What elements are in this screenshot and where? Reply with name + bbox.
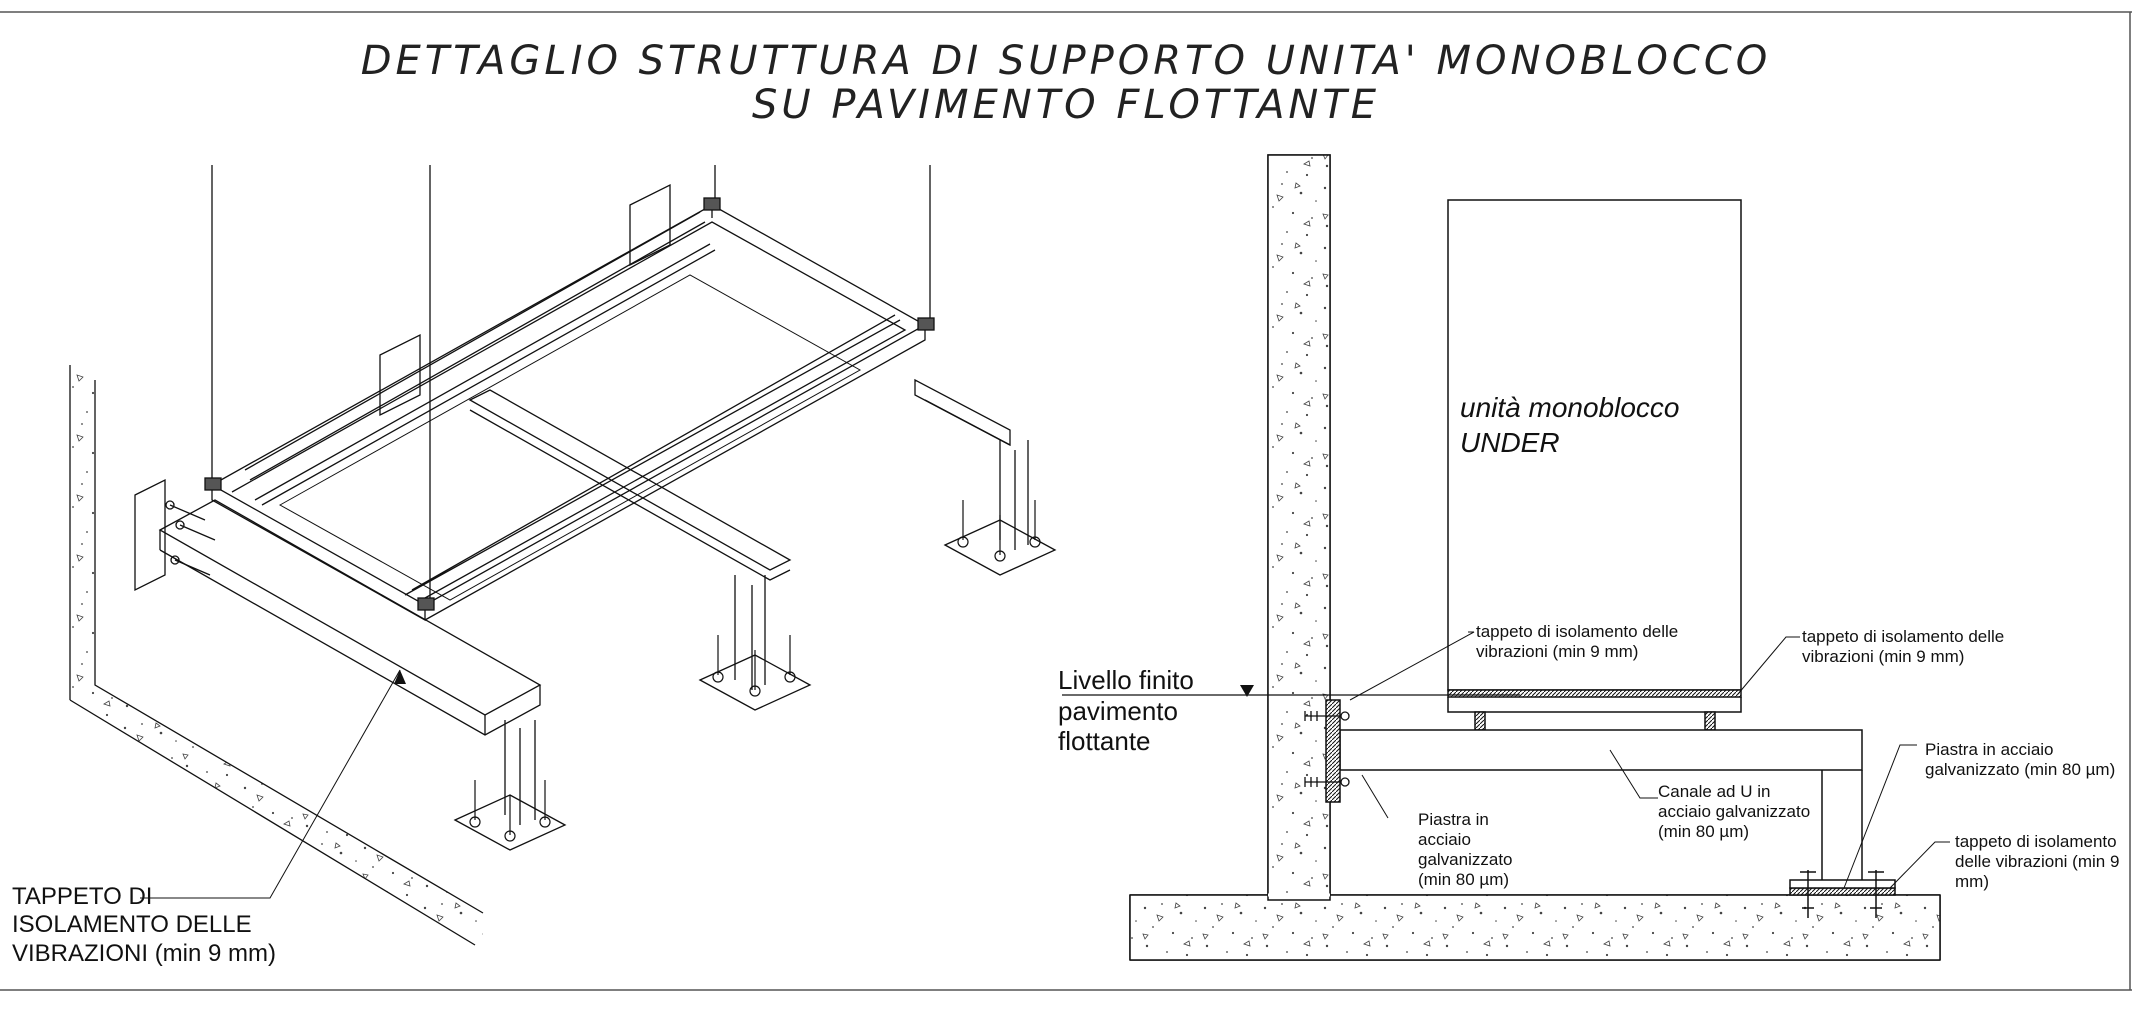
section-leaders xyxy=(1349,631,1950,889)
u-channel xyxy=(1339,729,1863,771)
mat-right-label: tappeto di isolamento delle vibrazioni (… xyxy=(1802,627,2005,667)
floor-level-marker xyxy=(1240,685,1254,697)
foot-anchor-bolts xyxy=(1800,870,1884,918)
mat-under-unit xyxy=(1447,689,1742,698)
foot-plate-label: Piastra in acciaio galvanizzato (min 80 … xyxy=(1925,740,2116,780)
wall-plate xyxy=(1325,699,1341,803)
sheet-frame xyxy=(0,11,2132,991)
iso-frame xyxy=(204,197,935,622)
iso-beams xyxy=(158,378,1011,736)
drawing-title-line1: DETTAGLIO STRUTTURA DI SUPPORTO UNITA' M… xyxy=(360,38,1772,84)
foot-mat-label: tappeto di isolamento delle vibrazioni (… xyxy=(1955,832,2120,892)
wall-plate-label: Piastra in acciaio galvanizzato (min 80 … xyxy=(1418,810,1513,890)
floor-level-label: Livello finito pavimento flottante xyxy=(1058,665,1194,757)
iso-mat-callout: TAPPETO DI ISOLAMENTO DELLE VIBRAZIONI (… xyxy=(12,883,277,967)
foot-mat xyxy=(1789,887,1896,896)
section-view xyxy=(1062,154,1950,961)
unit-label: unità monoblocco UNDER xyxy=(1460,392,1680,458)
iso-base-plates xyxy=(453,519,1057,851)
isometric-view xyxy=(69,165,1057,946)
channel-label: Canale ad U in acciaio galvanizzato (min… xyxy=(1658,782,1811,842)
iso-wall xyxy=(70,365,483,935)
drawing-title-line2: SU PAVIMENTO FLOTTANTE xyxy=(751,82,1381,128)
foot-plate xyxy=(1789,879,1896,889)
iso-legs xyxy=(504,440,1029,825)
iso-wall-brackets xyxy=(134,183,671,592)
unit-monoblocco xyxy=(1447,199,1742,691)
iso-callout-leader xyxy=(140,669,401,899)
iso-anchor-bolts xyxy=(469,500,1041,842)
mat-left-label: tappeto di isolamento delle vibrazioni (… xyxy=(1476,622,1679,662)
wall-anchor-bolts xyxy=(1304,711,1350,787)
